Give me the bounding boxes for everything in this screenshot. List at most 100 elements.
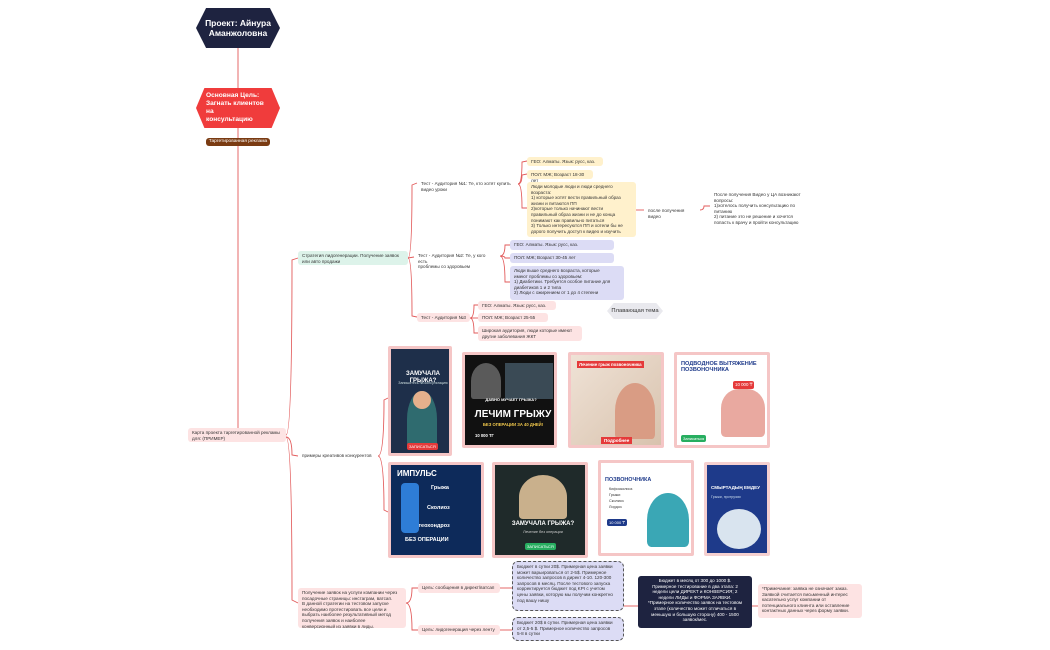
- creative-7-item-1: Кифосколиоз: [609, 487, 633, 491]
- creative-thumb-3[interactable]: Лечение грыж позвоночника Подробнее: [568, 352, 664, 448]
- creative-2-doctor: [471, 363, 501, 399]
- targeting-node[interactable]: Таргетированная реклама: [206, 138, 270, 146]
- floating-topic-text: Плавающая тема: [611, 308, 659, 314]
- goal-leads-text: Бюджет 20$ в сутки. Примерная цена заявк…: [517, 620, 613, 637]
- creative-2-price: 10 000 ТГ: [475, 433, 494, 438]
- creative-7-person: [647, 493, 689, 547]
- creative-thumb-8[interactable]: СМЫРТАДЫҢ ЕМДЕУ Грыжи, протрузии: [704, 462, 770, 556]
- creative-1-face: [413, 391, 431, 409]
- creative-1-headline: ЗАМУЧАЛА ГРЫЖА?: [406, 371, 440, 384]
- creative-4-cta: Записаться: [681, 435, 707, 442]
- creative-8-sub: Грыжи, протрузии: [711, 495, 741, 499]
- after-video-node[interactable]: после получения видео: [644, 206, 702, 219]
- creative-2-scan-image: [505, 363, 553, 399]
- creative-5-item-3: Остеохондроз: [411, 523, 450, 529]
- audience-2-desc[interactable]: Люди выше среднего возраста, которые име…: [510, 266, 624, 300]
- goal-leads-detail[interactable]: Бюджет 20$ в сутки. Примерная цена заявк…: [512, 617, 624, 641]
- main-goal-node[interactable]: Основная Цель: Загнать клиентов на консу…: [196, 88, 280, 128]
- root-node-text: Карта проекта таргетированной рекламы дл…: [192, 430, 280, 441]
- audience-3-sex-text: ПОЛ: МЖ; Возраст 25-55: [482, 315, 536, 320]
- creative-5-item-1: Грыжа: [431, 485, 449, 491]
- creative-4-back: [721, 389, 765, 437]
- creative-thumb-4[interactable]: ПОДВОДНОЕ ВЫТЯЖЕНИЕ ПОЗВОНОЧНИКА 10 000 …: [674, 352, 770, 448]
- creative-5-sub: БЕЗ ОПЕРАЦИИ: [405, 537, 449, 543]
- creative-7-item-2: Грыжи: [609, 493, 621, 497]
- creative-5-headline: ИМПУЛЬС: [397, 469, 437, 478]
- audience-3-node[interactable]: Тест - Аудитория №3: [417, 313, 470, 322]
- targeting-label: Таргетированная реклама: [208, 139, 268, 144]
- strategy-text: Стратегия лидогенерации. Получение заяво…: [302, 253, 399, 264]
- goal-leads-node[interactable]: Цель: лидогенерация через ленту: [418, 625, 500, 635]
- note-text: *Примечание: заявка не означает заказ. З…: [762, 586, 850, 614]
- creative-6-headline: ЗАМУЧАЛА ГРЫЖА?: [511, 521, 575, 527]
- creative-7-item-3: Сколиоз: [609, 499, 624, 503]
- creative-2-sub: БЕЗ ОПЕРАЦИИ ЗА 40 ДНЕЙ!: [482, 422, 544, 427]
- audience-1-label: Тест - Аудитория №1: Те, кто хотят купит…: [421, 181, 511, 192]
- creative-thumb-1[interactable]: ЗАМУЧАЛА ГРЫЖА? Запишитесь на консультац…: [388, 346, 452, 456]
- audience-1-geo[interactable]: ГЕО: Алматы. Язык: русс, каз.: [527, 157, 603, 166]
- goal-leads-label: Цель: лидогенерация через ленту: [422, 627, 495, 632]
- creative-3-patient: [615, 383, 655, 439]
- audience-3-desc-text: Широкая аудитория, люди которые имеют др…: [482, 328, 573, 339]
- project-title: Проект: Айнура Аманжоловна: [205, 18, 271, 38]
- audience-2-node[interactable]: Тест - Аудитория №2: Те, у кого есть про…: [414, 251, 500, 269]
- audience-2-geo-text: ГЕО: Алматы. Язык: русс, каз.: [514, 242, 579, 247]
- creative-7-item-4: Лордоз: [609, 505, 622, 509]
- creative-1-sub: Запишитесь на консультацию: [398, 381, 448, 385]
- audience-2-sex-text: ПОЛ: МЖ; Возраст 30-45 лет: [514, 255, 576, 260]
- audience-1-sex-text: ПОЛ: МЖ; Возраст 18-30 лет: [531, 172, 585, 183]
- audience-1-desc-text: Люди молодые люди и люди среднего возрас…: [531, 184, 623, 234]
- goal-messages-node[interactable]: Цель: сообщения в директ/ватсап: [418, 583, 500, 593]
- main-goal: Основная Цель: Загнать клиентов на консу…: [206, 92, 264, 123]
- after-video-note-text: После получения Видео у ЦА возникают воп…: [714, 192, 801, 225]
- creative-8-headline: СМЫРТАДЫҢ ЕМДЕУ: [711, 485, 761, 490]
- root-node[interactable]: Карта проекта таргетированной рекламы дл…: [188, 428, 286, 442]
- creative-2-top: ДАВНО МУЧАЕТ ГРЫЖА?: [485, 397, 537, 402]
- goal-messages-text: Бюджет в сутки 20$. Примерная цена заявк…: [517, 564, 613, 603]
- creative-8-circle: [717, 509, 761, 549]
- audience-1-node[interactable]: Тест - Аудитория №1: Те, кто хотят купит…: [417, 179, 518, 193]
- creative-6-sub: Лечение без операции: [523, 530, 563, 534]
- creative-4-headline: ПОДВОДНОЕ ВЫТЯЖЕНИЕ ПОЗВОНОЧНИКА: [681, 361, 757, 374]
- creative-6-cta: ЗАПИСАТЬСЯ: [525, 543, 556, 550]
- audience-2-desc-text: Люди выше среднего возраста, которые име…: [514, 268, 611, 296]
- after-video-text: после получения видео: [648, 208, 685, 219]
- creative-7-price: 10 000 ₸: [607, 519, 627, 526]
- creative-5-spine: [401, 483, 419, 533]
- creative-2-headline: ЛЕЧИМ ГРЫЖУ: [474, 409, 552, 420]
- audience-3-sex[interactable]: ПОЛ: МЖ; Возраст 25-55: [478, 313, 548, 322]
- floating-topic-node[interactable]: Плавающая тема: [607, 303, 663, 319]
- audience-1-desc[interactable]: Люди молодые люди и люди среднего возрас…: [527, 182, 636, 237]
- competitors-node[interactable]: примеры креативов конкурентов: [298, 451, 378, 460]
- creative-thumb-2[interactable]: ДАВНО МУЧАЕТ ГРЫЖА? ЛЕЧИМ ГРЫЖУ БЕЗ ОПЕР…: [462, 352, 557, 448]
- project-title-node[interactable]: Проект: Айнура Аманжоловна: [196, 8, 280, 48]
- creative-thumb-7[interactable]: ПОЗВОНОЧНИКА Кифосколиоз Грыжи Сколиоз Л…: [598, 460, 694, 556]
- audience-1-sex[interactable]: ПОЛ: МЖ; Возраст 18-30 лет: [527, 170, 593, 183]
- strategy-node[interactable]: Стратегия лидогенерации. Получение заяво…: [298, 251, 408, 265]
- creative-5-item-2: Сколиоз: [427, 505, 450, 511]
- creative-thumb-5[interactable]: ИМПУЛЬС Грыжа Сколиоз Остеохондроз БЕЗ О…: [388, 462, 484, 558]
- goal-messages-detail[interactable]: Бюджет в сутки 20$. Примерная цена заявк…: [512, 561, 624, 611]
- creative-thumb-6[interactable]: ЗАМУЧАЛА ГРЫЖА? Лечение без операции ЗАП…: [492, 462, 588, 558]
- audience-2-geo[interactable]: ГЕО: Алматы. Язык: русс, каз.: [510, 240, 614, 250]
- leads-text: Получение заявок на услуги компании чере…: [302, 590, 398, 629]
- audience-3-desc[interactable]: Широкая аудитория, люди которые имеют др…: [478, 326, 582, 341]
- creative-6-person: [519, 475, 567, 519]
- after-video-note[interactable]: После получения Видео у ЦА возникают воп…: [710, 190, 815, 230]
- audience-1-geo-text: ГЕО: Алматы. Язык: русс, каз.: [531, 159, 596, 164]
- competitors-text: примеры креативов конкурентов: [302, 453, 372, 458]
- audience-3-geo-text: ГЕО: Алматы. Язык: русс, каз.: [482, 303, 547, 308]
- creative-4-price: 10 000 ₸: [733, 381, 755, 389]
- creative-3-headline: Лечение грыж позвоночника: [577, 361, 644, 368]
- leads-node[interactable]: Получение заявок на услуги компании чере…: [298, 588, 406, 629]
- creative-7-headline: ПОЗВОНОЧНИКА: [605, 477, 652, 483]
- budget-node[interactable]: Бюджет в месяц от 300 до 1000 $. Примерн…: [638, 576, 752, 628]
- audience-3-geo[interactable]: ГЕО: Алматы. Язык: русс, каз.: [478, 301, 556, 310]
- note-node[interactable]: *Примечание: заявка не означает заказ. З…: [758, 584, 862, 618]
- budget-text: Бюджет в месяц от 300 до 1000 $. Примерн…: [647, 578, 743, 623]
- creative-1-cta: ЗАПИСАТЬСЯ: [407, 443, 438, 450]
- audience-3-label: Тест - Аудитория №3: [421, 315, 466, 320]
- creative-3-cta: Подробнее: [601, 437, 633, 444]
- audience-2-sex[interactable]: ПОЛ: МЖ; Возраст 30-45 лет: [510, 253, 614, 263]
